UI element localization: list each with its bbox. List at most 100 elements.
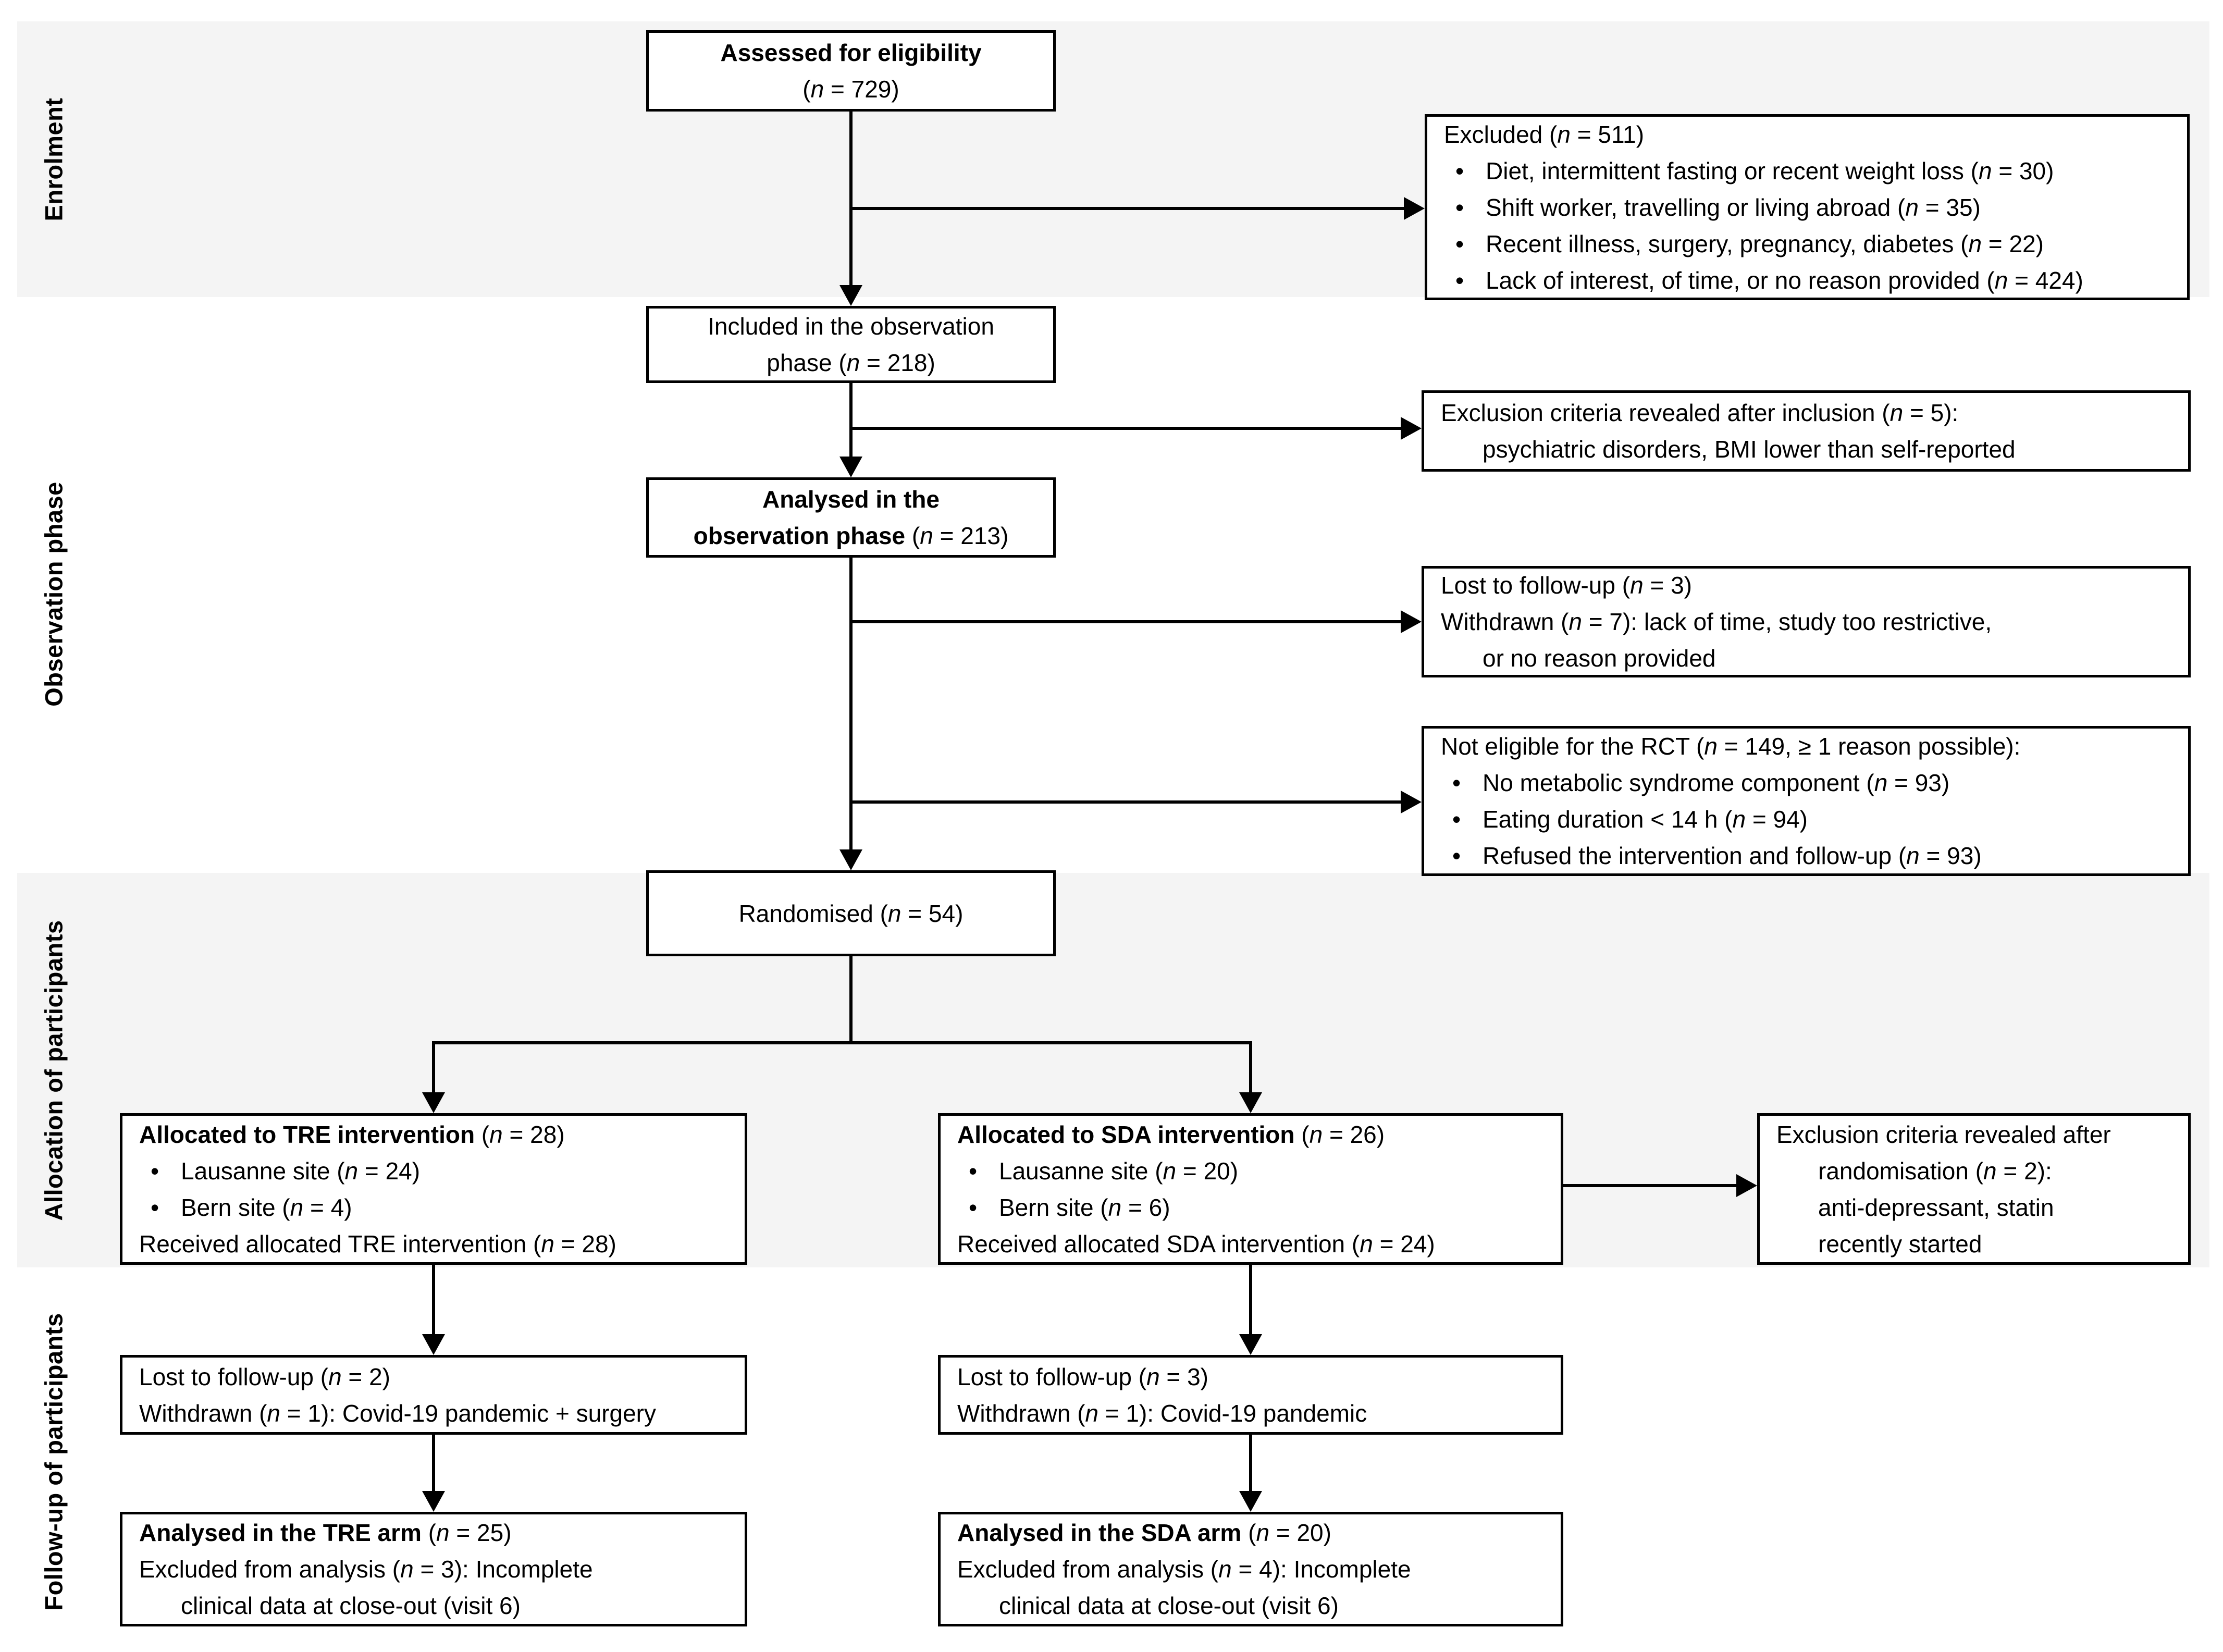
split-line-randomisation (432, 1041, 1252, 1044)
arrowhead-down-tre-analysed (422, 1491, 445, 1512)
randomised-box: Randomised (n = 54) (646, 870, 1056, 956)
branch-to-excluded (851, 207, 1404, 210)
box-line: •Bern site (n = 6) (957, 1189, 1551, 1226)
tre-analysed-box: Analysed in the TRE arm (n = 25) Exclude… (120, 1512, 747, 1626)
box-line: (n = 729) (802, 76, 899, 103)
box-line: •Shift worker, travelling or living abro… (1444, 189, 2178, 226)
excluded-box: Excluded (n = 511) •Diet, intermittent f… (1425, 114, 2190, 300)
arrowhead-right-lost-observation (1401, 610, 1422, 633)
box-line: clinical data at close-out (visit 6) (999, 1592, 1339, 1619)
tre-followup-box: Lost to follow-up (n = 2) Withdrawn (n =… (120, 1355, 747, 1435)
box-line: phase (n = 218) (767, 349, 935, 376)
box-line: psychiatric disorders, BMI lower than se… (1483, 436, 2016, 463)
phase-label-allocation: Allocation of participants (40, 920, 68, 1221)
branch-to-exclusion-after-randomisation (1563, 1184, 1736, 1187)
box-line: •Recent illness, surgery, pregnancy, dia… (1444, 226, 2178, 262)
box-line: Excluded from analysis (n = 3): Incomple… (139, 1556, 593, 1583)
bullet-icon: • (969, 1193, 978, 1221)
box-line: Not eligible for the RCT (n = 149, ≥ 1 r… (1441, 733, 2021, 760)
branch-to-lost-observation (851, 620, 1401, 623)
box-line: randomisation (n = 2): (1818, 1157, 2052, 1185)
arrowhead-down-analysed-observation (839, 457, 862, 477)
arrowhead-down-sda-allocation (1239, 1092, 1262, 1113)
bullet-icon: • (1452, 769, 1461, 796)
connector-split-to-sda (1249, 1041, 1252, 1092)
bullet-icon: • (1455, 266, 1464, 294)
box-line: •Diet, intermittent fasting or recent we… (1444, 153, 2178, 189)
arrowhead-down-tre-followup (422, 1334, 445, 1355)
bullet-icon: • (1455, 230, 1464, 257)
not-eligible-rct-box: Not eligible for the RCT (n = 149, ≥ 1 r… (1422, 726, 2191, 876)
phase-label-followup: Follow-up of participants (40, 1313, 68, 1611)
connector-sda-to-followup (1249, 1265, 1252, 1334)
box-line: Exclusion criteria revealed after inclus… (1441, 399, 1959, 426)
bullet-icon: • (1455, 157, 1464, 184)
connector-tre-to-followup (432, 1265, 435, 1334)
bullet-icon: • (969, 1157, 978, 1185)
connector-analysed-to-randomised (849, 558, 853, 849)
box-line: •Refused the intervention and follow-up … (1441, 837, 2179, 874)
box-line: recently started (1818, 1230, 1982, 1258)
box-line: or no reason provided (1483, 645, 1716, 672)
box-line: Allocated to TRE intervention (n = 28) (139, 1120, 565, 1148)
bullet-icon: • (1452, 806, 1461, 833)
box-line: anti-depressant, statin (1818, 1193, 2054, 1221)
box-line: Included in the observation (708, 313, 994, 340)
box-line: observation phase (n = 213) (693, 522, 1009, 549)
included-box: Included in the observation phase (n = 2… (646, 306, 1056, 383)
box-line: Received allocated TRE intervention (n =… (139, 1230, 616, 1258)
box-line: •Bern site (n = 4) (139, 1189, 735, 1226)
box-line: •No metabolic syndrome component (n = 93… (1441, 765, 2179, 801)
box-line: Received allocated SDA intervention (n =… (957, 1230, 1435, 1258)
tre-allocation-box: Allocated to TRE intervention (n = 28) •… (120, 1113, 747, 1265)
branch-to-not-eligible (851, 800, 1401, 804)
box-line: Analysed in the (762, 486, 940, 513)
analysed-observation-box: Analysed in the observation phase (n = 2… (646, 477, 1056, 558)
arrowhead-down-sda-analysed (1239, 1491, 1262, 1512)
arrowhead-down-sda-followup (1239, 1334, 1262, 1355)
phase-label-observation: Observation phase (40, 482, 68, 707)
sda-analysed-box: Analysed in the SDA arm (n = 20) Exclude… (938, 1512, 1563, 1626)
exclusion-after-inclusion-box: Exclusion criteria revealed after inclus… (1422, 390, 2191, 472)
box-line: Excluded from analysis (n = 4): Incomple… (957, 1556, 1411, 1583)
arrowhead-right-exclusion-after-inclusion (1401, 417, 1422, 440)
box-line: clinical data at close-out (visit 6) (181, 1592, 521, 1619)
box-line: Lost to follow-up (n = 3) (957, 1363, 1208, 1390)
connector-included-to-analysed (849, 383, 853, 457)
arrowhead-right-not-eligible (1401, 791, 1422, 813)
box-line: Assessed for eligibility (720, 39, 982, 66)
connector-split-to-tre (432, 1041, 435, 1092)
box-line: Exclusion criteria revealed after (1776, 1120, 2111, 1148)
arrowhead-right-exclusion-after-randomisation (1736, 1174, 1757, 1197)
arrowhead-right-excluded (1404, 197, 1425, 220)
sda-followup-box: Lost to follow-up (n = 3) Withdrawn (n =… (938, 1355, 1563, 1435)
box-line: Randomised (n = 54) (738, 899, 964, 927)
arrowhead-down-tre-allocation (422, 1092, 445, 1113)
box-line: •Eating duration < 14 h (n = 94) (1441, 801, 2179, 837)
box-line: Withdrawn (n = 7): lack of time, study t… (1441, 608, 1992, 635)
box-line: Analysed in the SDA arm (n = 20) (957, 1519, 1331, 1546)
bullet-icon: • (1455, 193, 1464, 221)
box-line: •Lausanne site (n = 24) (139, 1153, 735, 1189)
box-line: Lost to follow-up (n = 2) (139, 1363, 390, 1390)
lost-withdrawn-observation-box: Lost to follow-up (n = 3) Withdrawn (n =… (1422, 566, 2191, 677)
connector-sda-to-analysed (1249, 1435, 1252, 1491)
bullet-icon: • (151, 1193, 159, 1221)
box-line: Withdrawn (n = 1): Covid-19 pandemic + s… (139, 1399, 657, 1427)
box-line: Excluded (n = 511) (1444, 120, 1645, 148)
exclusion-after-randomisation-box: Exclusion criteria revealed after random… (1757, 1113, 2191, 1265)
bullet-icon: • (1452, 842, 1461, 869)
box-line: Withdrawn (n = 1): Covid-19 pandemic (957, 1399, 1367, 1427)
connector-assessed-to-included (849, 112, 853, 289)
arrowhead-down-included (839, 285, 862, 306)
branch-to-exclusion-after-inclusion (851, 427, 1401, 430)
box-line: Analysed in the TRE arm (n = 25) (139, 1519, 512, 1546)
sda-allocation-box: Allocated to SDA intervention (n = 26) •… (938, 1113, 1563, 1265)
assessed-box: Assessed for eligibility (n = 729) (646, 30, 1056, 112)
phase-label-enrolment: Enrolment (40, 97, 68, 221)
box-line: •Lausanne site (n = 20) (957, 1153, 1551, 1189)
box-line: Allocated to SDA intervention (n = 26) (957, 1120, 1385, 1148)
box-line: •Lack of interest, of time, or no reason… (1444, 262, 2178, 299)
connector-randomised-stem (849, 956, 853, 1044)
